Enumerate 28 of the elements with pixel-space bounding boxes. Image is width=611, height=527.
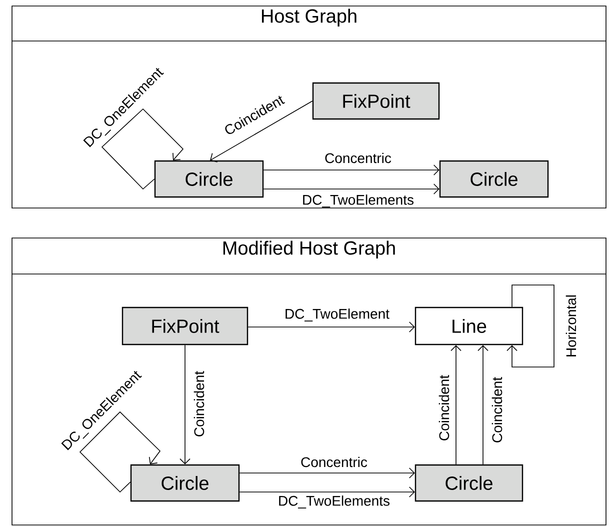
edge-label: DC_TwoElements (279, 496, 390, 508)
node-box: Circle (154, 160, 264, 198)
node-box: FixPoint (122, 306, 248, 346)
edge-label: Concentric (301, 456, 368, 468)
arrow (79, 411, 161, 493)
arrow (248, 322, 415, 332)
arrow (210, 100, 313, 162)
node-box: Circle (130, 464, 240, 502)
arrow (239, 468, 415, 478)
arrow (450, 345, 462, 465)
edge-label: DC_TwoElement (286, 308, 390, 322)
edge-label: Horizontal (566, 295, 576, 356)
arrow (101, 108, 184, 190)
node-box: FixPoint (312, 82, 440, 120)
edge-label: DC_TwoElements (303, 194, 414, 208)
edge-label: Coincident (438, 375, 450, 440)
arrow (263, 184, 440, 194)
node-box: Circle (439, 160, 549, 198)
arrow (478, 345, 488, 465)
node-box: Circle (414, 464, 524, 502)
arrow (180, 344, 190, 464)
arrow (263, 164, 440, 176)
edge-label: Concentric (325, 152, 392, 164)
arrow (506, 284, 554, 368)
edge-label: Coincident (492, 377, 502, 442)
node-box: Line (414, 306, 524, 346)
arrow (239, 486, 415, 498)
edge-label: Coincident (194, 371, 204, 436)
